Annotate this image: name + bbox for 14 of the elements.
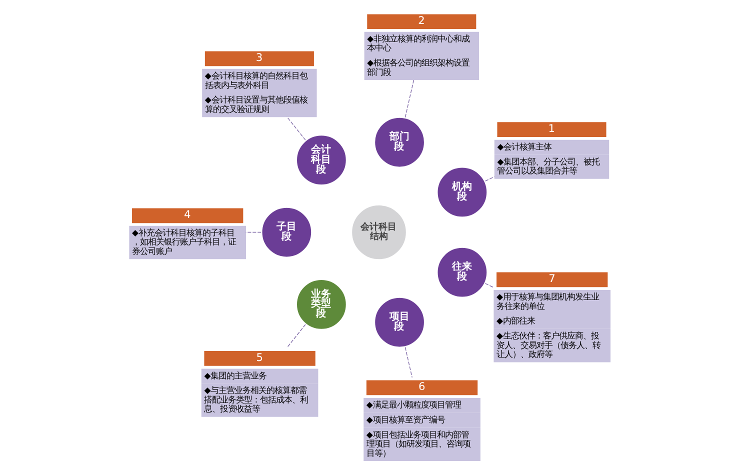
connector xyxy=(484,176,494,182)
node-circle: 会计科目段 xyxy=(294,134,348,187)
connector xyxy=(244,232,261,233)
node-circle: 往来段 xyxy=(435,246,488,299)
node-circle: 业务类型段 xyxy=(294,278,348,332)
node-circle: 项目段 xyxy=(372,296,426,349)
node-circle: 子目段 xyxy=(260,206,313,259)
connector xyxy=(404,79,414,118)
node-circle: 部门段 xyxy=(372,116,426,169)
connector xyxy=(404,346,412,378)
connector xyxy=(484,283,493,288)
node-circle: 会计科目结构 xyxy=(349,203,408,262)
connector xyxy=(286,116,306,140)
node-circle: 机构段 xyxy=(435,166,488,219)
